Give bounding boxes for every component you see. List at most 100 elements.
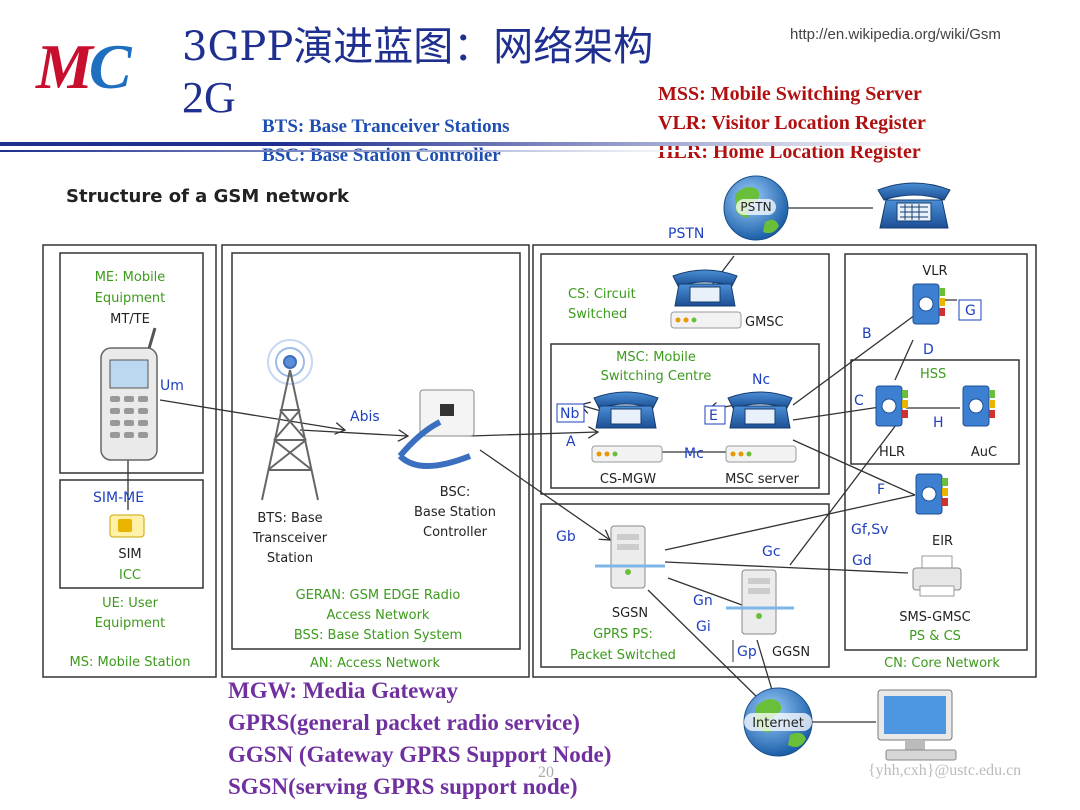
bts-label-2: Transceiver (252, 531, 328, 546)
link-gd (664, 561, 909, 574)
mobile-phone-icon (100, 327, 158, 461)
cn-outer-box (532, 244, 1037, 678)
gf-sv-label: Gf,Sv (851, 522, 888, 538)
internet-cloud-label: Internet (752, 716, 804, 731)
page-number: 20 (538, 764, 554, 781)
def-vlr: VLR: Visitor Location Register (658, 112, 926, 134)
gd-label: Gd (852, 553, 872, 569)
mc-label: Mc (684, 446, 704, 462)
cs-label-2: Switched (568, 307, 627, 322)
server-icon (726, 569, 794, 635)
def-ggsn: GGSN (Gateway GPRS Support Node) (228, 742, 612, 767)
link-gn (667, 577, 743, 606)
header-rule-thin (0, 150, 700, 152)
link-d (894, 339, 914, 381)
link-um (159, 399, 345, 430)
sim-label: SIM (118, 547, 141, 562)
ms-footer: MS: Mobile Station (70, 655, 191, 670)
cs-box (540, 253, 830, 495)
pstn-label: PSTN (668, 226, 704, 242)
h-label: H (933, 415, 944, 431)
cs-label-1: CS: Circuit (568, 287, 636, 302)
def-mss: MSS: Mobile Switching Server (658, 83, 922, 105)
logo-m: M (36, 31, 93, 102)
hss-label: HSS (920, 367, 946, 382)
mc-logo: MC (36, 30, 132, 104)
internet-globe-icon: Internet (743, 687, 813, 757)
bsc-label-3: Controller (423, 525, 488, 540)
antenna-tower-icon (261, 339, 319, 501)
pstn-globe-icon: PSTN (723, 175, 789, 241)
nc-label: Nc (752, 372, 770, 388)
cs-mgw-label: CS-MGW (600, 472, 656, 487)
ue-label-2: Equipment (95, 616, 166, 631)
link-b (792, 314, 916, 406)
diagram-heading: Structure of a GSM network (66, 186, 349, 207)
an-footer: AN: Access Network (310, 656, 441, 671)
gi-label: Gi (696, 619, 711, 635)
bsc-label-2: Base Station (414, 505, 496, 520)
gc-label: Gc (762, 544, 781, 560)
pstn-cloud-label: PSTN (740, 200, 771, 214)
address-book-icon (875, 385, 908, 427)
def-sgsn: SGSN(serving GPRS support node) (228, 774, 578, 799)
msc-label-1: MSC: Mobile (616, 350, 696, 365)
gprs-label-1: GPRS PS: (593, 627, 653, 642)
sms-gmsc-label: SMS-GMSC (899, 610, 971, 625)
auc-label: AuC (971, 445, 997, 460)
server-icon (595, 525, 665, 589)
d-label: D (923, 342, 934, 358)
footer-email: {yhh,cxh}@ustc.edu.cn (868, 762, 1022, 779)
gprs-label-2: Packet Switched (570, 648, 676, 663)
hss-box (850, 359, 1020, 465)
gb-label: Gb (556, 529, 576, 545)
ggsn-label: GGSN (772, 645, 810, 660)
nb-label: Nb (560, 406, 579, 422)
abis-label: Abis (350, 409, 380, 425)
gn-label: Gn (693, 593, 713, 609)
sim-box (59, 479, 204, 589)
link-a (469, 432, 598, 436)
telephone-switch-icon (670, 269, 742, 329)
region-boxes (42, 244, 1037, 678)
address-book-icon (915, 473, 948, 515)
sgsn-label: SGSN (612, 606, 648, 621)
ps-cs-label: PS & CS (909, 629, 961, 644)
vlr-label: VLR (922, 264, 947, 279)
an-outer-box (221, 244, 530, 678)
link-gf-sv (664, 494, 916, 551)
g-box (958, 299, 982, 321)
computer-monitor-icon (877, 689, 957, 761)
address-book-icon (912, 283, 945, 325)
me-box (59, 252, 204, 474)
mt-te-label: MT/TE (110, 312, 150, 327)
slide-subtitle: 2G (182, 73, 236, 122)
me-label-1: ME: Mobile (95, 270, 166, 285)
link-c (792, 406, 881, 421)
source-url: http://en.wikipedia.org/wiki/Gsm (790, 26, 1001, 43)
logo-c: C (88, 31, 132, 102)
e-box (704, 405, 726, 425)
router-icon (397, 389, 475, 469)
msc-server-label: MSC server (725, 472, 799, 487)
telephone-switch-icon (591, 391, 663, 463)
msc-label-2: Switching Centre (601, 369, 712, 384)
icc-label: ICC (119, 568, 141, 583)
ps-box (540, 503, 830, 668)
b-label: B (862, 326, 872, 342)
g-label: G (965, 303, 976, 319)
link-gc (789, 424, 897, 566)
gmsc-label: GMSC (745, 315, 784, 330)
def-hlr: HLR: Home Location Register (658, 141, 921, 163)
link-abis (299, 429, 408, 436)
def-gprs: GPRS(general packet radio service) (228, 710, 580, 735)
bts-label-3: Station (267, 551, 313, 566)
telephone-switch-icon (725, 391, 797, 463)
hlr-label: HLR (879, 445, 905, 460)
geran-label-1: GERAN: GSM EDGE Radio (296, 588, 461, 603)
cn-footer: CN: Core Network (884, 656, 1000, 671)
def-mgw: MGW: Media Gateway (228, 678, 458, 703)
bsc-label-1: BSC: (440, 485, 470, 500)
nb-box (556, 403, 585, 423)
